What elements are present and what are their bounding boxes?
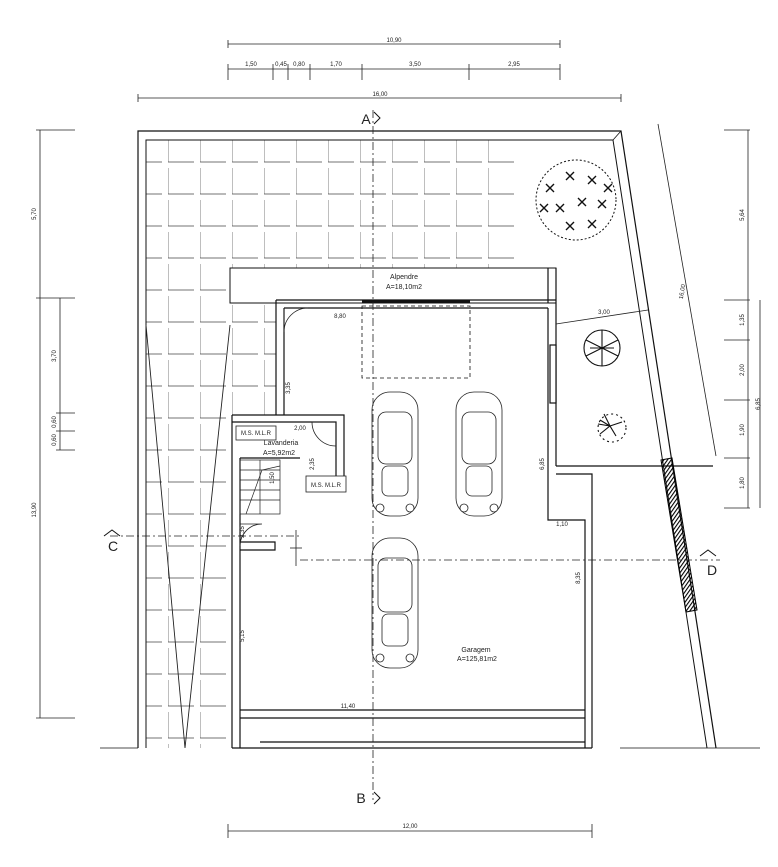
porch-area: A=18,10m2 — [386, 284, 422, 291]
laundry-stairs — [239, 459, 281, 515]
laundry-fixture-label: M.S. M.L.R — [311, 483, 342, 489]
dim-interior: 1,10 — [556, 522, 568, 528]
dim-left-seg: 13,90 — [32, 502, 38, 518]
dim-bottom-width: 12,00 — [402, 824, 418, 830]
dim-interior: 8,35 — [576, 572, 582, 584]
dim-top-total: 10,90 — [386, 38, 402, 44]
dim-top-seg: 3,50 — [409, 62, 421, 68]
car-top-left — [371, 391, 419, 517]
section-label-b: B — [356, 790, 365, 806]
section-lines — [110, 110, 720, 800]
dim-right-seg: 1,90 — [740, 424, 746, 436]
dim-interior: 3,00 — [598, 310, 610, 316]
dim-interior: 8,80 — [334, 314, 346, 320]
dim-right-total: 6,85 — [756, 398, 762, 410]
dim-top-seg: 1,50 — [245, 62, 257, 68]
dim-top-seg: 2,95 — [508, 62, 520, 68]
ramp-triangle — [145, 324, 231, 749]
dim-diagonal: 16,00 — [679, 283, 688, 299]
dim-left-seg: 5,70 — [32, 208, 38, 220]
dim-left-seg: 0,60 — [52, 434, 58, 446]
porch-name: Alpendre — [390, 274, 418, 281]
section-letters: A B C D — [108, 111, 717, 806]
dim-interior: 1,50 — [270, 472, 276, 484]
dim-interior: 2,35 — [310, 458, 316, 470]
dim-left-seg: 3,70 — [52, 350, 58, 362]
car-top-right — [455, 391, 503, 517]
dim-top-seg: 0,80 — [293, 62, 305, 68]
dim-interior: 2,35 — [240, 526, 246, 538]
dimension-lines — [36, 40, 761, 838]
hatched-gate — [660, 457, 698, 613]
section-label-d: D — [707, 562, 717, 578]
section-label-a: A — [361, 111, 371, 127]
dimension-labels: 10,90 1,50 0,45 0,80 1,70 3,50 2,95 16,0… — [32, 38, 762, 830]
dim-interior: 3,35 — [286, 382, 292, 394]
dim-interior: 11,40 — [341, 704, 356, 710]
car-bottom — [371, 537, 419, 669]
laundry-name: Lavanderia — [264, 440, 299, 447]
dim-interior: 6,85 — [540, 458, 546, 470]
section-label-c: C — [108, 538, 118, 554]
garage-name: Garagem — [461, 647, 490, 654]
dim-left-seg: 0,60 — [52, 416, 58, 428]
laundry-fixture-label: M.S. M.L.R — [241, 431, 272, 437]
door-swings — [239, 307, 337, 547]
lot-boundary — [137, 130, 717, 749]
paving-area — [146, 140, 518, 748]
section-markers — [103, 111, 717, 805]
building-walls — [100, 267, 760, 749]
dim-top-seg: 0,45 — [275, 62, 287, 68]
room-labels: Alpendre A=18,10m2 Lavanderia A=5,92m2 M… — [241, 274, 497, 663]
dim-top-seg: 1,70 — [330, 62, 342, 68]
dim-lot-width: 16,00 — [372, 92, 388, 98]
tree-large — [535, 159, 617, 241]
dim-right-seg: 2,00 — [740, 364, 746, 376]
garage-area: A=125,81m2 — [457, 656, 497, 663]
dim-right-seg: 5,64 — [740, 209, 746, 221]
dim-right-seg: 1,35 — [740, 314, 746, 326]
shrub — [597, 413, 627, 443]
dim-right-seg: 1,80 — [740, 477, 746, 489]
dim-interior: 2,00 — [294, 426, 306, 432]
laundry-fixtures — [235, 425, 347, 493]
dim-interior: 5,15 — [240, 630, 246, 642]
tree-medium — [583, 329, 621, 367]
laundry-area: A=5,92m2 — [263, 450, 295, 457]
